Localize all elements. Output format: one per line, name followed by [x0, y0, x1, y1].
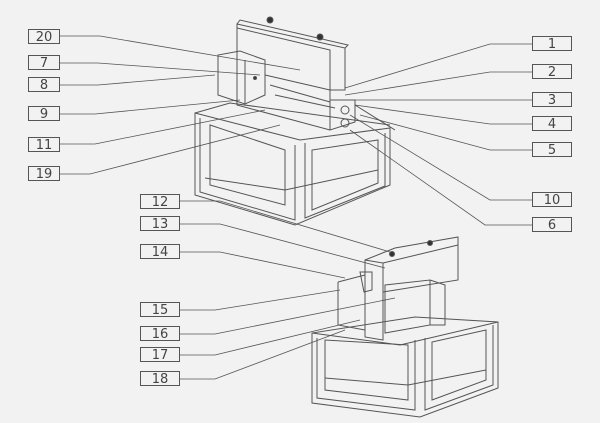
leader-lines — [60, 35, 532, 380]
machine-rear-view — [311, 236, 499, 418]
callout-4: 4 — [532, 116, 572, 132]
callout-20: 20 — [28, 29, 60, 45]
callout-15: 15 — [140, 302, 180, 318]
callout-12: 12 — [140, 194, 180, 210]
callout-14: 14 — [140, 244, 180, 260]
callout-6: 6 — [532, 217, 572, 233]
callout-13: 13 — [140, 216, 180, 232]
callout-19: 19 — [28, 166, 60, 182]
machine-front-view — [194, 16, 396, 226]
callout-7: 7 — [28, 55, 60, 71]
callout-18: 18 — [140, 371, 180, 387]
callout-1: 1 — [532, 36, 572, 52]
callout-17: 17 — [140, 347, 180, 363]
callout-3: 3 — [532, 92, 572, 108]
callout-5: 5 — [532, 142, 572, 158]
callout-10: 10 — [532, 192, 572, 208]
callout-16: 16 — [140, 326, 180, 342]
callout-8: 8 — [28, 77, 60, 93]
callout-9: 9 — [28, 106, 60, 122]
callout-11: 11 — [28, 137, 60, 153]
callout-2: 2 — [532, 64, 572, 80]
